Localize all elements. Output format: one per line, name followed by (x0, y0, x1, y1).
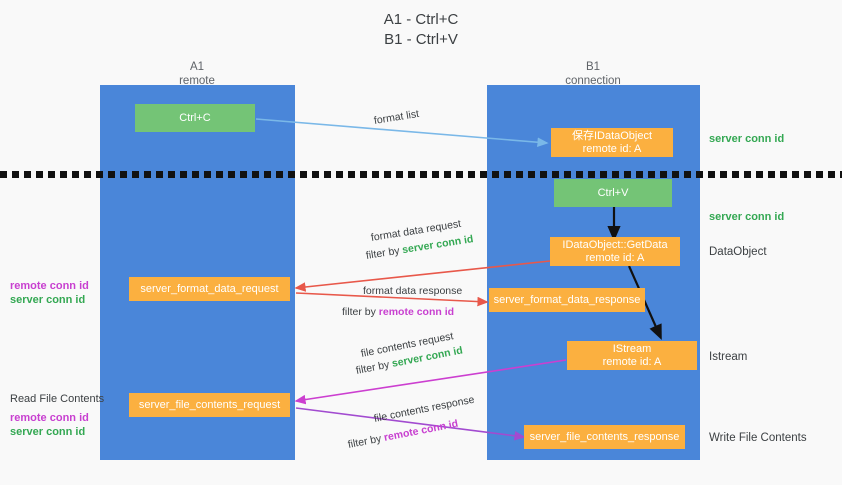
edge-label-format-data-response: format data response (363, 285, 463, 297)
node-ctrl-v-label: Ctrl+V (597, 186, 629, 199)
node-save-idataobject-sub: remote id: A (582, 142, 642, 155)
filter-prefix: filter by (354, 358, 394, 377)
filter-prefix: filter by (346, 432, 386, 451)
left-label-server-conn-id-2: server conn id (10, 426, 86, 438)
edge-label-format-list: format list (373, 107, 420, 127)
left-label-remote-conn-id-1: remote conn id (10, 280, 89, 292)
title-line-1: A1 - Ctrl+C (383, 11, 459, 28)
node-istream-sub: remote id: A (602, 355, 662, 368)
column-header-a1-name: A1 (189, 61, 205, 73)
title-line-2: B1 - Ctrl+V (384, 31, 458, 48)
node-server-format-data-response-label: server_format_data_response (493, 293, 641, 306)
dashed-divider (0, 171, 842, 178)
node-server-file-contents-response[interactable]: server_file_contents_response (524, 425, 685, 449)
right-label-write-file-contents: Write File Contents (709, 432, 807, 444)
node-server-file-contents-request-label: server_file_contents_request (138, 398, 281, 411)
column-header-b1-sub: connection (565, 75, 621, 87)
edge-label-file-contents-response-filter: filter by remote conn id (347, 417, 460, 452)
left-label-remote-conn-id-2: remote conn id (10, 412, 89, 424)
left-label-group-file: remote conn id server conn id (10, 411, 89, 439)
right-label-server-conn-id-2: server conn id (709, 211, 785, 223)
edge-label-file-contents-response: file contents response (372, 393, 476, 425)
column-header-b1-name: B1 (585, 61, 601, 73)
filter-prefix: filter by (342, 306, 379, 318)
edge-label-format-data-response-filter: filter by remote conn id (342, 305, 454, 319)
node-idataobject-getdata-label: IDataObject::GetData (562, 238, 668, 251)
node-save-idataobject[interactable]: 保存IDataObject remote id: A (551, 128, 673, 157)
node-idataobject-getdata[interactable]: IDataObject::GetData remote id: A (550, 237, 680, 266)
left-label-group-format: remote conn id server conn id (10, 279, 89, 307)
node-server-format-data-request[interactable]: server_format_data_request (129, 277, 290, 301)
right-label-server-conn-id-1: server conn id (709, 133, 785, 145)
column-header-a1-sub: remote (179, 75, 215, 87)
left-label-server-conn-id-1: server conn id (10, 294, 86, 306)
left-label-read-file-contents: Read File Contents (10, 393, 105, 405)
page-title: A1 - Ctrl+C B1 - Ctrl+V (0, 10, 842, 50)
filter-key-remote-conn-id: remote conn id (378, 306, 455, 318)
column-header-a1: A1 remote (107, 60, 287, 88)
node-server-file-contents-request[interactable]: server_file_contents_request (129, 393, 290, 417)
node-ctrl-c[interactable]: Ctrl+C (135, 104, 255, 132)
node-save-idataobject-label: 保存IDataObject (571, 129, 653, 142)
column-header-b1: B1 connection (503, 60, 683, 88)
node-ctrl-c-label: Ctrl+C (179, 111, 211, 124)
node-server-format-data-request-label: server_format_data_request (140, 282, 279, 295)
node-idataobject-getdata-sub: remote id: A (585, 251, 645, 264)
right-label-istream: Istream (709, 351, 748, 363)
right-label-dataobject: DataObject (709, 246, 767, 258)
filter-prefix: filter by (365, 244, 404, 262)
node-ctrl-v[interactable]: Ctrl+V (554, 179, 672, 207)
node-server-format-data-response[interactable]: server_format_data_response (489, 288, 645, 312)
node-server-file-contents-response-label: server_file_contents_response (529, 430, 680, 443)
node-istream[interactable]: IStream remote id: A (567, 341, 697, 370)
node-istream-label: IStream (612, 342, 652, 355)
